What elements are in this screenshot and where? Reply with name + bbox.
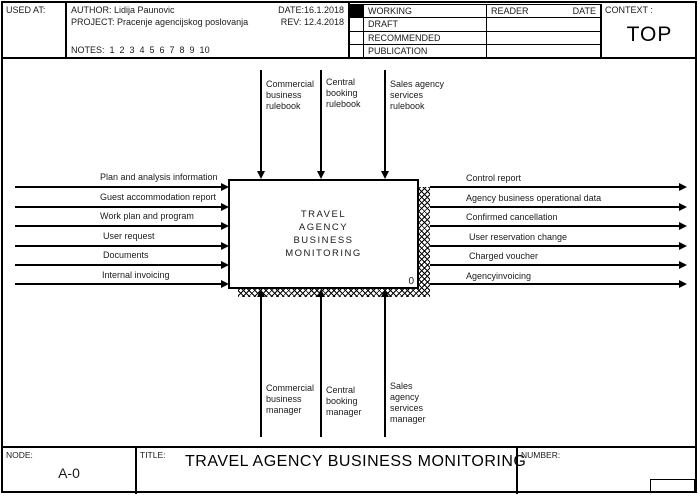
control-label-sales-agency-services-rulebook: Sales agency services rulebook: [390, 79, 445, 111]
status-row-draft: DRAFT: [350, 18, 600, 32]
status-label: RECOMMENDED: [364, 31, 487, 44]
working-checkbox[interactable]: [350, 5, 364, 18]
rev-line: REV: 12.4.2018: [280, 17, 344, 27]
status-row-publication: PUBLICATION: [350, 44, 600, 57]
header-divider: [3, 57, 697, 59]
status-label: DRAFT: [364, 18, 487, 31]
project-value: Pracenje agencijskog poslovanja: [117, 17, 249, 27]
used-at-label: USED AT:: [6, 5, 46, 15]
input-arrow-5: [15, 261, 229, 268]
input-arrow-3: [15, 222, 229, 229]
mechanism-label-sales-agency-services-manager: Sales agency services manager: [390, 381, 426, 424]
node-label: NODE:: [6, 450, 33, 460]
activity-number: 0: [408, 276, 414, 287]
control-label-central-booking-rulebook: Central booking rulebook: [326, 77, 361, 109]
control-arrow-2: [317, 70, 324, 179]
mechanism-label-central-booking-manager: Central booking manager: [326, 385, 362, 417]
reader-label: READER: [491, 6, 529, 16]
status-row-recommended: RECOMMENDED: [350, 31, 600, 45]
title-label: TITLE:: [140, 450, 166, 460]
output-label-control-report: Control report: [466, 173, 522, 183]
recommended-checkbox[interactable]: [350, 31, 364, 44]
input-label-plan-and-analysis-information: Plan and analysis information: [100, 172, 218, 182]
status-label: PUBLICATION: [364, 44, 487, 57]
context-cell: CONTEXT : TOP: [602, 3, 697, 57]
output-arrow-1: [430, 183, 687, 190]
date-column-label: DATE: [572, 6, 596, 16]
context-value: TOP: [626, 23, 673, 46]
control-label-commercial-business-rulebook: Commercial business rulebook: [266, 79, 315, 111]
mechanism-label-commercial-business-manager: Commercial business manager: [266, 383, 315, 415]
input-arrow-2: [15, 203, 229, 210]
project-line: PROJECT: Pracenje agencijskog poslovanja: [71, 17, 249, 27]
output-arrow-3: [430, 222, 687, 229]
draft-checkbox[interactable]: [350, 18, 364, 31]
mechanism-arrow-1: [257, 289, 264, 437]
status-label: WORKING: [364, 5, 487, 18]
publication-checkbox[interactable]: [350, 44, 364, 57]
output-arrow-2: [430, 203, 687, 210]
output-arrow-4: [430, 242, 687, 249]
status-row-working: WORKING READER DATE: [350, 5, 600, 19]
mechanism-arrow-3: [381, 289, 388, 437]
rev-value: 12.4.2018: [303, 17, 344, 27]
number-box: [650, 479, 695, 492]
footer-divider: [3, 446, 697, 448]
author-line: AUTHOR: Lidija Paunovic: [71, 5, 175, 15]
output-label-charged-voucher: Charged voucher: [469, 251, 539, 261]
output-label-agency-business-operational-data: Agency business operational data: [466, 193, 602, 203]
activity-title: TRAVEL AGENCY BUSINESS MONITORING: [285, 209, 362, 259]
date-line: DATE:16.1.2018: [278, 5, 344, 15]
control-arrow-1: [257, 70, 264, 179]
node-cell: NODE: A-0: [3, 448, 137, 494]
number-label: NUMBER:: [521, 450, 561, 460]
mechanism-arrow-2: [317, 289, 324, 437]
diagram-title: TRAVEL AGENCY BUSINESS MONITORING: [185, 453, 527, 470]
node-value: A-0: [58, 465, 80, 481]
used-at-cell: USED AT:: [3, 3, 67, 57]
author-cell: AUTHOR: Lidija Paunovic DATE:16.1.2018 P…: [67, 3, 350, 57]
output-arrow-6: [430, 280, 687, 287]
activity-box[interactable]: TRAVEL AGENCY BUSINESS MONITORING 0: [228, 179, 419, 289]
notes-line: NOTES: 1 2 3 4 5 6 7 8 9 10: [71, 45, 210, 55]
input-arrow-4: [15, 242, 229, 249]
author-value: Lidija Paunovic: [114, 5, 175, 15]
output-label-agency-invoicing: Agencyinvoicing: [466, 271, 532, 281]
input-label-documents: Documents: [103, 250, 149, 260]
output-label-confirmed-cancellation: Confirmed cancellation: [466, 212, 558, 222]
input-label-internal-invoicing: Internal invoicing: [102, 270, 170, 280]
control-arrow-3: [381, 70, 388, 179]
input-arrow-6: [15, 280, 229, 287]
status-table: WORKING READER DATE DRAFT RECOMMENDED PU…: [350, 4, 602, 57]
input-label-user-request: User request: [103, 231, 155, 241]
output-label-user-reservation-change: User reservation change: [469, 232, 568, 242]
input-label-work-plan-and-program: Work plan and program: [100, 211, 194, 221]
number-cell: NUMBER:: [518, 448, 697, 494]
input-label-guest-accommodation-report: Guest accommodation report: [100, 192, 217, 202]
title-cell: TITLE: TRAVEL AGENCY BUSINESS MONITORING: [137, 448, 526, 494]
output-arrow-5: [430, 261, 687, 268]
input-arrow-1: [15, 183, 229, 190]
date-value: 16.1.2018: [303, 5, 344, 15]
context-label: CONTEXT :: [605, 5, 653, 15]
